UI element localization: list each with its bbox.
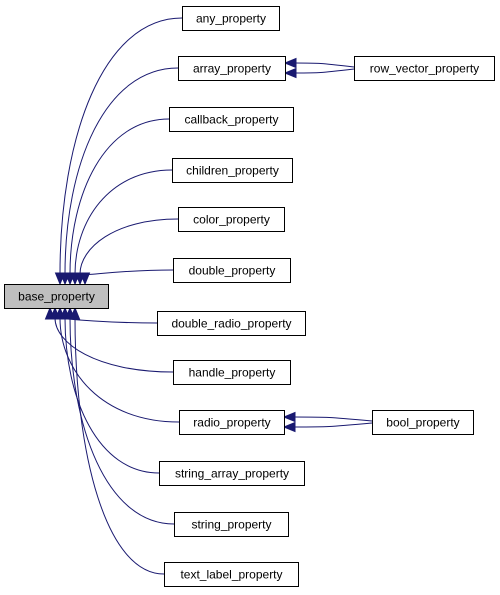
node-box [173, 258, 291, 283]
node-box [354, 56, 495, 81]
class-node-string-array-property[interactable]: string_array_property [159, 461, 305, 486]
node-label: callback_property [184, 113, 278, 127]
node-box [178, 56, 286, 81]
node-box [179, 410, 285, 435]
node-label: string_array_property [175, 467, 289, 481]
node-box [157, 311, 306, 336]
edge-text_label_property-to-base_property [74, 317, 165, 575]
edge-any_property-to-base_property [59, 17, 183, 275]
edge-radio_property-to-base_property [59, 317, 180, 423]
edge-callback_property-to-base_property [69, 118, 170, 275]
class-node-radio-property[interactable]: radio_property [179, 410, 285, 435]
node-label: row_vector_property [370, 62, 479, 76]
node-label: any_property [196, 12, 266, 26]
class-node-text-label-property[interactable]: text_label_property [164, 562, 299, 587]
node-box [372, 410, 474, 435]
node-label: array_property [193, 62, 271, 76]
node-label: radio_property [193, 416, 270, 430]
node-label: double_property [189, 264, 276, 278]
edge-row_vector_property-to-array_property-lower [294, 68, 355, 74]
edge-bool_property-to-radio_property-arrowhead-lower [282, 421, 296, 433]
class-node-callback-property[interactable]: callback_property [169, 107, 294, 132]
class-node-color-property[interactable]: color_property [178, 207, 285, 232]
edge-double_property-to-base_property [84, 269, 174, 275]
edge-row_vector_property-to-array_property-arrowhead-upper [283, 57, 297, 69]
edge-bool_property-to-radio_property-upper [293, 416, 373, 422]
node-label: bool_property [386, 416, 459, 430]
edge-double_property-to-base_property-arrowhead [79, 272, 91, 286]
node-label: base_property [18, 290, 95, 304]
edges-layer [44, 17, 373, 575]
node-box [164, 562, 299, 587]
node-label: double_radio_property [171, 317, 291, 331]
class-node-handle-property[interactable]: handle_property [173, 360, 291, 385]
class-node-children-property[interactable]: children_property [172, 158, 293, 183]
edge-bool_property-to-radio_property-lower [293, 422, 373, 428]
node-box [4, 284, 109, 309]
class-node-any-property[interactable]: any_property [182, 6, 280, 31]
edge-row_vector_property-to-array_property-upper [294, 62, 355, 68]
edge-handle_property-to-base_property [54, 317, 174, 373]
node-label: color_property [193, 213, 270, 227]
class-node-row-vector-property[interactable]: row_vector_property [354, 56, 495, 81]
class-node-double-property[interactable]: double_property [173, 258, 291, 283]
node-box [174, 512, 289, 537]
node-box [178, 207, 285, 232]
class-node-array-property[interactable]: array_property [178, 56, 286, 81]
node-box [173, 360, 291, 385]
node-label: children_property [186, 164, 279, 178]
class-node-string-property[interactable]: string_property [174, 512, 289, 537]
edge-text_label_property-to-base_property-arrowhead [69, 306, 81, 320]
class-node-bool-property[interactable]: bool_property [372, 410, 474, 435]
class-node-base-property[interactable]: base_property [4, 284, 109, 309]
edge-bool_property-to-radio_property-arrowhead-upper [282, 411, 296, 423]
node-box [172, 158, 293, 183]
node-box [159, 461, 305, 486]
edge-array_property-to-base_property [64, 67, 179, 275]
edge-children_property-to-base_property [74, 169, 173, 275]
node-box [169, 107, 294, 132]
node-box [182, 6, 280, 31]
edge-string_array_property-to-base_property [64, 317, 160, 474]
node-label: handle_property [189, 366, 276, 380]
edge-string_property-to-base_property [69, 317, 175, 525]
node-label: string_property [191, 518, 271, 532]
edge-color_property-to-base_property [79, 218, 179, 275]
node-label: text_label_property [180, 568, 282, 582]
class-node-double-radio-property[interactable]: double_radio_property [157, 311, 306, 336]
edge-row_vector_property-to-array_property-arrowhead-lower [283, 67, 297, 79]
